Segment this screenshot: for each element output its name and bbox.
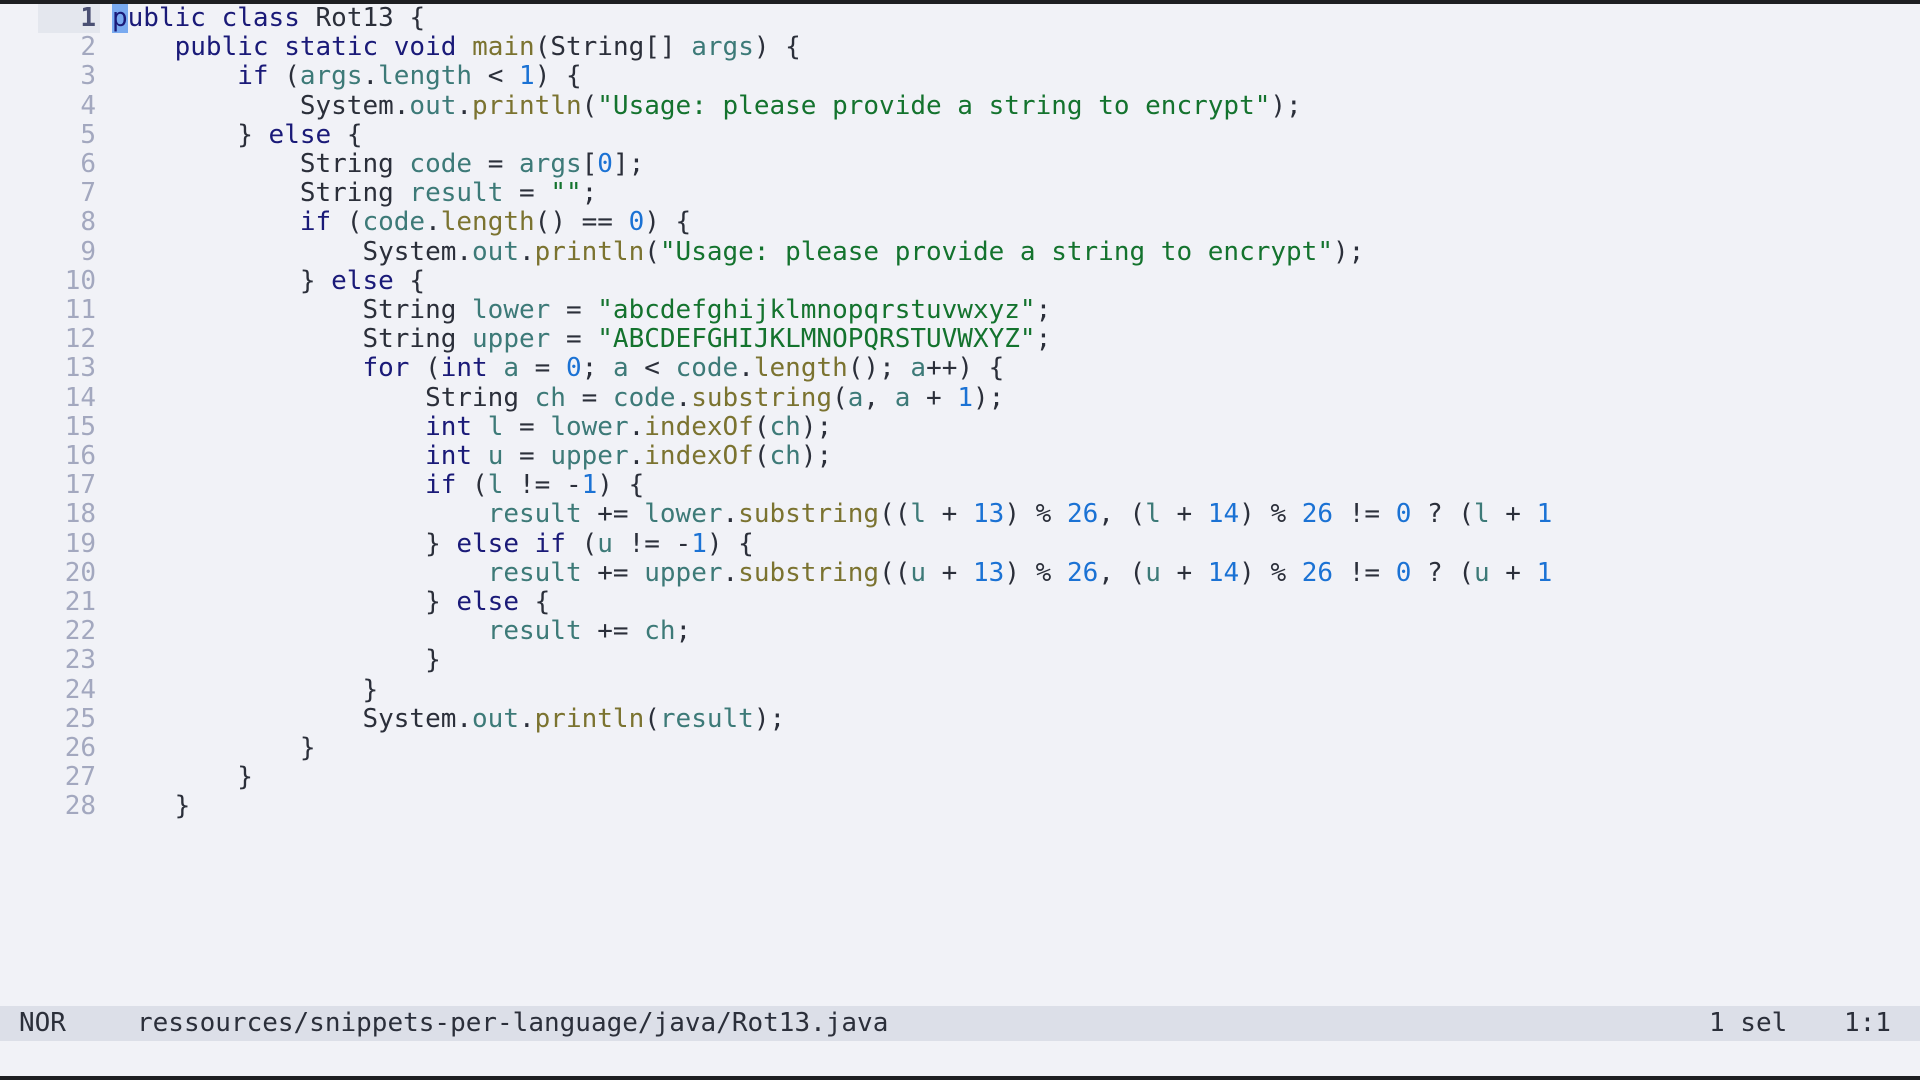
code-text[interactable]: } else { <box>112 119 363 150</box>
code-line[interactable]: 5 } else { <box>0 119 1920 150</box>
code-line[interactable]: 22 result += ch; <box>0 616 1920 647</box>
code-line[interactable]: 28 } <box>0 792 1920 821</box>
code-text[interactable]: result += ch; <box>487 616 692 647</box>
line-number: 17 <box>64 470 96 501</box>
cursor-position: 1:1 <box>1844 1008 1891 1038</box>
code-text[interactable]: if (args.length < 1) { <box>237 61 582 92</box>
line-number: 1 <box>80 4 96 33</box>
code-line[interactable]: 16 int u = upper.indexOf(ch); <box>0 441 1920 471</box>
line-number: 3 <box>80 61 96 92</box>
line-number: 8 <box>80 207 96 238</box>
code-text[interactable]: String code = args[0]; <box>112 149 645 179</box>
code-line[interactable]: 17 if (l != -1) { <box>0 470 1920 501</box>
file-path: ressources/snippets-per-language/java/Ro… <box>137 1008 889 1038</box>
code-text[interactable]: System.out.println("Usage: please provid… <box>112 236 1365 267</box>
line-number: 28 <box>64 791 96 822</box>
code-line[interactable]: 14 String ch = code.substring(a, a + 1); <box>0 382 1920 413</box>
code-line[interactable]: 7 String result = ""; <box>0 178 1920 209</box>
code-text[interactable]: System.out.println(result); <box>112 703 786 734</box>
line-number: 21 <box>64 587 96 617</box>
code-text[interactable]: } <box>112 674 379 705</box>
line-number: 9 <box>80 236 96 267</box>
code-line[interactable]: 19 } else if (u != -1) { <box>0 528 1920 559</box>
line-number: 24 <box>64 674 96 705</box>
code-text[interactable]: String result = ""; <box>112 178 598 209</box>
window-bottom-border <box>0 1076 1920 1080</box>
line-number: 2 <box>80 32 96 63</box>
line-number: 4 <box>80 90 96 121</box>
code-text[interactable]: } <box>112 791 191 822</box>
command-line[interactable] <box>0 1041 1920 1076</box>
line-number: 5 <box>80 119 96 150</box>
line-number: 6 <box>80 149 96 179</box>
code-text[interactable]: String lower = "abcdefghijklmnopqrstuvwx… <box>112 295 1052 325</box>
code-line[interactable]: 3 if (args.length < 1) { <box>0 62 1920 91</box>
code-line[interactable]: 24 } <box>0 674 1920 705</box>
code-text[interactable]: result += upper.substring((u + 13) % 26,… <box>487 557 1553 588</box>
code-text[interactable]: } else { <box>112 265 426 296</box>
line-number: 14 <box>64 382 96 413</box>
line-number: 16 <box>64 441 96 471</box>
line-number: 7 <box>80 178 96 209</box>
code-line[interactable]: 23 } <box>0 646 1920 675</box>
code-text[interactable]: String upper = "ABCDEFGHIJKLMNOPQRSTUVWX… <box>112 324 1052 355</box>
code-text[interactable]: int u = upper.indexOf(ch); <box>425 441 833 471</box>
code-line[interactable]: 8 if (code.length() == 0) { <box>0 208 1920 237</box>
code-line[interactable]: 6 String code = args[0]; <box>0 149 1920 179</box>
code-line[interactable]: 18 result += lower.substring((l + 13) % … <box>0 500 1920 529</box>
code-text[interactable]: public class Rot13 { <box>112 4 426 33</box>
line-number: 23 <box>64 645 96 676</box>
code-line[interactable]: 21 } else { <box>0 587 1920 617</box>
line-number: 27 <box>64 762 96 793</box>
code-text[interactable]: } else if (u != -1) { <box>112 528 754 559</box>
code-line[interactable]: 1 public class Rot13 { <box>0 4 1920 34</box>
code-text[interactable]: for (int a = 0; a < code.length(); a++) … <box>362 353 1005 384</box>
code-text[interactable]: if (code.length() == 0) { <box>299 207 692 238</box>
line-number: 22 <box>64 616 96 647</box>
code-text[interactable]: public static void main(String[] args) { <box>174 32 801 63</box>
selection-count: 1 sel <box>1709 1008 1788 1038</box>
code-line[interactable]: 15 int l = lower.indexOf(ch); <box>0 411 1920 442</box>
active-line-gutter-highlight <box>38 4 100 34</box>
code-text[interactable]: String ch = code.substring(a, a + 1); <box>112 382 1005 413</box>
mode-indicator: NOR <box>19 1008 66 1038</box>
code-line[interactable]: 20 result += upper.substring((u + 13) % … <box>0 557 1920 588</box>
line-number: 15 <box>64 411 96 442</box>
code-line[interactable]: 11 String lower = "abcdefghijklmnopqrstu… <box>0 295 1920 325</box>
code-line[interactable]: 13 for (int a = 0; a < code.length(); a+… <box>0 354 1920 383</box>
line-number: 19 <box>64 528 96 559</box>
window-top-border <box>0 0 1920 4</box>
code-line[interactable]: 25 System.out.println(result); <box>0 703 1920 734</box>
line-number: 10 <box>64 265 96 296</box>
line-number: 18 <box>64 499 96 530</box>
status-bar: NOR ressources/snippets-per-language/jav… <box>0 1006 1920 1041</box>
code-text[interactable]: } <box>112 762 253 793</box>
line-number: 11 <box>64 295 96 325</box>
code-text[interactable]: System.out.println("Usage: please provid… <box>112 90 1302 121</box>
code-text[interactable]: int l = lower.indexOf(ch); <box>425 411 833 442</box>
code-line[interactable]: 10 } else { <box>0 265 1920 296</box>
line-number: 12 <box>64 324 96 355</box>
code-text[interactable]: } <box>112 645 441 676</box>
code-line[interactable]: 2 public static void main(String[] args)… <box>0 32 1920 63</box>
code-line[interactable]: 12 String upper = "ABCDEFGHIJKLMNOPQRSTU… <box>0 324 1920 355</box>
line-number: 26 <box>64 733 96 763</box>
line-number: 20 <box>64 557 96 588</box>
code-text[interactable]: result += lower.substring((l + 13) % 26,… <box>487 499 1553 530</box>
code-text[interactable]: } else { <box>112 587 551 617</box>
code-line[interactable]: 26 } <box>0 733 1920 763</box>
code-text[interactable]: } <box>112 733 316 763</box>
code-line[interactable]: 9 System.out.println("Usage: please prov… <box>0 236 1920 267</box>
line-number: 25 <box>64 703 96 734</box>
code-line[interactable]: 4 System.out.println("Usage: please prov… <box>0 90 1920 121</box>
code-line[interactable]: 27 } <box>0 762 1920 793</box>
code-text[interactable]: if (l != -1) { <box>425 470 645 501</box>
text-cursor: p <box>112 4 128 33</box>
line-number: 13 <box>64 353 96 384</box>
